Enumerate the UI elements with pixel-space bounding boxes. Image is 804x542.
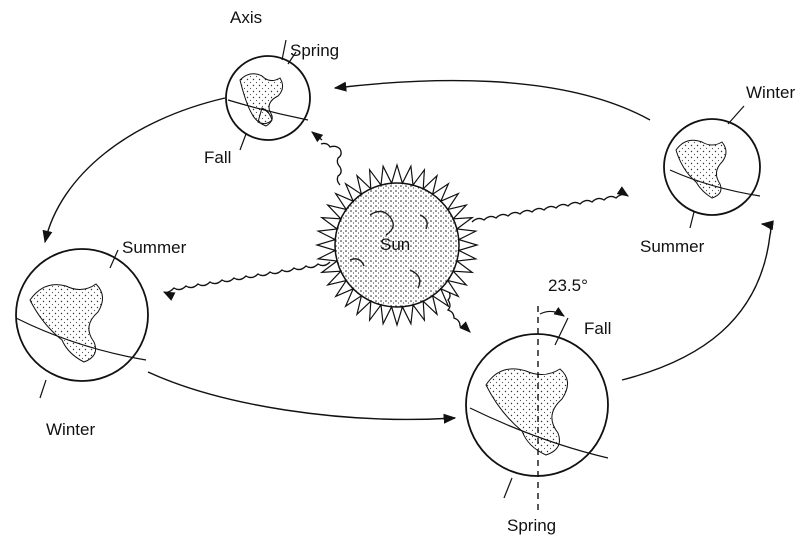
- label-bottom-spring: Spring: [507, 516, 556, 535]
- label-axis: Axis: [230, 8, 262, 27]
- label-left-winter: Winter: [46, 420, 95, 439]
- label-right-winter: Winter: [746, 83, 795, 102]
- earth-right: [664, 106, 760, 228]
- label-right-summer: Summer: [640, 237, 705, 256]
- label-top-spring: Spring: [290, 41, 339, 60]
- orbit-arrow-left-to-bottom: [148, 372, 455, 419]
- tilt-angle-arc: [540, 311, 564, 316]
- label-bottom-fall: Fall: [584, 319, 611, 338]
- label-left-summer: Summer: [122, 238, 187, 257]
- label-sun: Sun: [380, 235, 410, 254]
- ray-to-right-earth: [472, 194, 628, 222]
- orbit-arrow-top-to-left: [45, 98, 225, 242]
- ray-to-top-earth: [321, 143, 341, 185]
- earth-left: [16, 249, 148, 398]
- ray-to-left-earth: [164, 262, 330, 293]
- label-degrees: 23.5°: [548, 276, 588, 295]
- label-top-fall: Fall: [204, 148, 231, 167]
- orbit-arrow-right-to-top: [335, 81, 650, 120]
- ray-to-bottom-earth: [448, 290, 470, 332]
